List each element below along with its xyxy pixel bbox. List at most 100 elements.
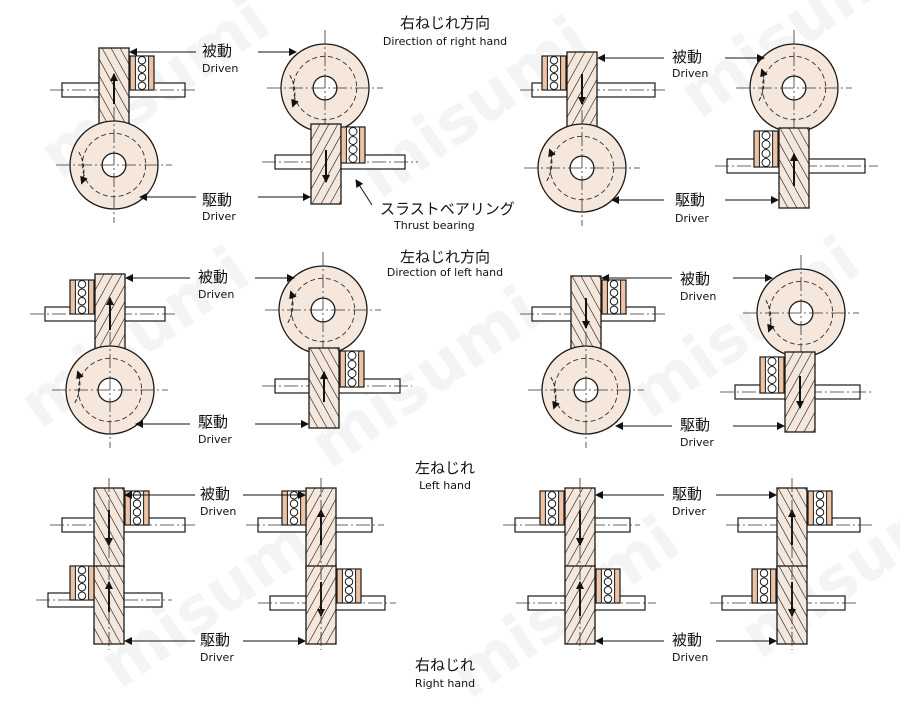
bearing-ball bbox=[549, 73, 559, 82]
bearing-ball bbox=[815, 516, 825, 525]
label-driven-en: Driven bbox=[672, 651, 708, 664]
bearing-ball bbox=[603, 577, 613, 586]
helix-line bbox=[566, 592, 596, 645]
bearing-ball bbox=[815, 508, 825, 517]
bearing-ball bbox=[77, 288, 87, 297]
helix-line bbox=[310, 123, 339, 174]
leader-line bbox=[355, 179, 373, 206]
bearing-ball bbox=[759, 594, 769, 603]
rotation-direction-icon bbox=[550, 376, 560, 410]
bearing-ball bbox=[137, 73, 147, 82]
bearing-ball bbox=[347, 360, 357, 369]
helix-line bbox=[564, 565, 575, 583]
bearing-ball bbox=[344, 586, 354, 595]
bearing-ball bbox=[815, 499, 825, 508]
rotation-direction-icon bbox=[546, 148, 556, 182]
helix-line bbox=[784, 351, 813, 402]
bearing-ball bbox=[549, 81, 559, 90]
bearing-ball bbox=[759, 586, 769, 595]
label-driver-ja: 駆動 bbox=[680, 416, 710, 434]
label-driven-en: Driven bbox=[202, 62, 238, 75]
bearing-ball bbox=[761, 158, 771, 167]
bearing-ball bbox=[609, 297, 619, 306]
helix-line bbox=[324, 547, 337, 569]
helix-line bbox=[305, 487, 325, 521]
helix-line bbox=[567, 79, 598, 133]
helix-line bbox=[94, 273, 105, 291]
helix-line bbox=[119, 47, 130, 65]
helix-line bbox=[310, 123, 321, 141]
bearing-ball bbox=[137, 56, 147, 65]
helix-line bbox=[776, 551, 787, 569]
helix-line bbox=[318, 347, 340, 385]
helix-line bbox=[327, 347, 340, 369]
bearing-ball bbox=[77, 591, 87, 600]
helix-line bbox=[566, 51, 595, 102]
helix-line bbox=[794, 395, 816, 433]
helix-line bbox=[305, 565, 316, 583]
figures bbox=[30, 30, 878, 650]
label-driven-en: Driven bbox=[680, 290, 716, 303]
bearing-ball bbox=[77, 574, 87, 583]
bearing-ball bbox=[767, 366, 777, 375]
bearing-ball bbox=[348, 136, 358, 145]
bearing-ball bbox=[609, 280, 619, 289]
label-driver-en: Driver bbox=[672, 505, 706, 518]
helix-line bbox=[329, 183, 342, 205]
helix-line bbox=[778, 175, 798, 209]
bearing-ball bbox=[761, 131, 771, 140]
bearing-ball bbox=[77, 305, 87, 314]
bearing-ball bbox=[603, 594, 613, 603]
bearing-ball bbox=[547, 508, 557, 517]
label-driver-en: Driver bbox=[198, 433, 232, 446]
helix-line bbox=[93, 594, 122, 645]
bearing-ball bbox=[344, 569, 354, 578]
helix-line bbox=[778, 191, 789, 209]
label-driver-ja: 駆動 bbox=[198, 413, 228, 431]
helix-line bbox=[110, 47, 130, 81]
helix-line bbox=[305, 487, 316, 505]
helix-line bbox=[93, 551, 104, 569]
bearing-ball bbox=[289, 499, 299, 508]
bearing-ball bbox=[759, 569, 769, 578]
bearing-ball bbox=[603, 569, 613, 578]
label-driver-ja: 駆動 bbox=[200, 631, 230, 649]
helix-line bbox=[93, 627, 104, 645]
helix-line bbox=[788, 127, 810, 165]
bearing-ball bbox=[347, 378, 357, 387]
helix-line bbox=[308, 411, 319, 429]
helix-line bbox=[564, 487, 584, 521]
subtitle-right-hand: Right hand bbox=[415, 677, 475, 690]
helix-line bbox=[575, 609, 596, 645]
label-driver-en: Driver bbox=[202, 210, 236, 223]
label-driver-ja: 駆動 bbox=[675, 191, 705, 209]
bearing-ball bbox=[132, 499, 142, 508]
helix-line bbox=[307, 592, 337, 645]
bearing-ball bbox=[547, 516, 557, 525]
helix-line bbox=[564, 487, 575, 505]
helix-line bbox=[305, 565, 334, 616]
helix-line bbox=[320, 167, 342, 205]
bearing-ball bbox=[761, 149, 771, 158]
rotation-direction-icon bbox=[758, 68, 768, 102]
gear-side-outline bbox=[778, 127, 810, 209]
helix-line bbox=[566, 51, 577, 69]
bearing-ball bbox=[815, 491, 825, 500]
bearing-ball bbox=[77, 280, 87, 289]
label-driven-ja: 被動 bbox=[680, 270, 710, 288]
label-driver-en: Driver bbox=[675, 212, 709, 225]
bearing-ball bbox=[347, 351, 357, 360]
bearing-ball bbox=[767, 375, 777, 384]
bearing-ball bbox=[767, 384, 777, 393]
bearing-ball bbox=[347, 369, 357, 378]
helix-line bbox=[564, 487, 593, 538]
label-driver-en: Driver bbox=[680, 436, 714, 449]
bearing-ball bbox=[344, 594, 354, 603]
helix-line bbox=[98, 75, 127, 125]
helix-line bbox=[776, 627, 787, 645]
rotation-direction-icon bbox=[287, 290, 297, 324]
helix-line bbox=[580, 275, 602, 313]
bearing-ball bbox=[132, 508, 142, 517]
bearing-ball bbox=[549, 64, 559, 73]
label-driver-ja: 駆動 bbox=[202, 191, 232, 209]
